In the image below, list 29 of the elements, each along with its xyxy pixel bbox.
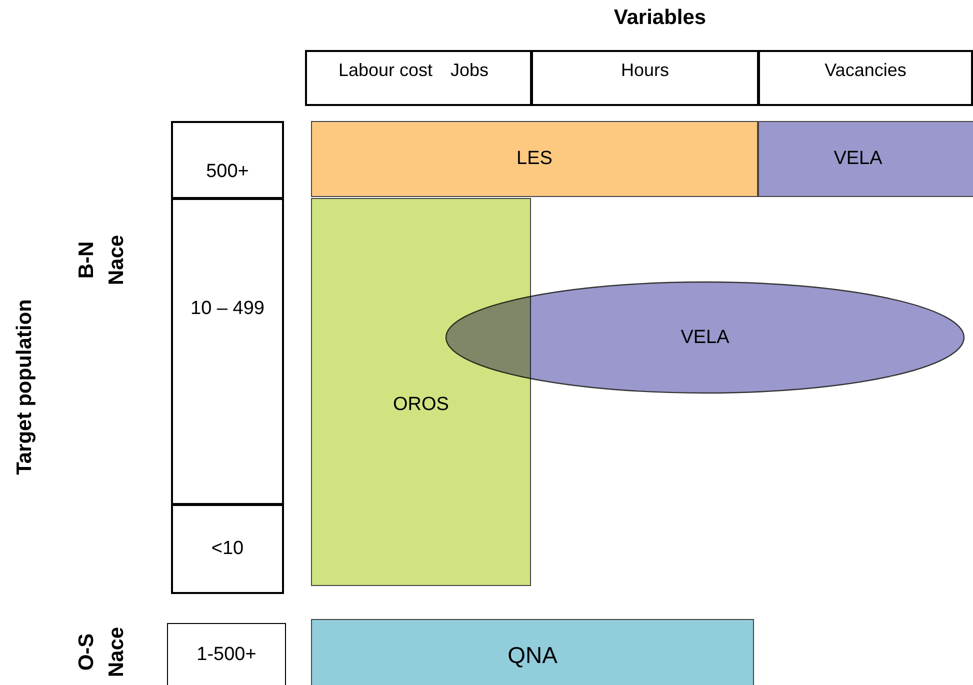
coverage-bar xyxy=(311,121,758,197)
coverage-bar xyxy=(311,198,531,586)
coverage-ellipse xyxy=(445,281,965,394)
column-header: Hours xyxy=(620,60,669,81)
size-class-cell xyxy=(167,623,286,685)
column-header: Labour cost xyxy=(338,60,433,81)
axis-title: Variables xyxy=(612,6,708,31)
coverage-bar xyxy=(758,121,973,197)
column-header: Jobs xyxy=(450,60,489,81)
group-label: O-S Nace xyxy=(74,626,129,680)
coverage-bar xyxy=(311,619,754,685)
coverage-label: VELA xyxy=(834,148,882,170)
size-class-cell xyxy=(171,121,284,199)
size-class-label: 500+ xyxy=(206,161,249,183)
size-class-label: <10 xyxy=(211,538,244,560)
coverage-label: QNA xyxy=(508,642,558,668)
coverage-label: VELA xyxy=(680,326,730,348)
coverage-label: LES xyxy=(516,148,552,170)
table-cell xyxy=(531,50,759,106)
coverage-label: OROS xyxy=(393,394,449,416)
size-class-label: 10 – 499 xyxy=(190,298,264,320)
size-class-label: 1-500+ xyxy=(196,644,256,666)
size-class-cell xyxy=(171,504,284,594)
axis-title: Target population xyxy=(12,298,37,477)
size-class-cell xyxy=(171,198,284,505)
column-header: Vacancies xyxy=(824,60,906,81)
table-cell xyxy=(758,50,973,106)
group-label: B-N Nace xyxy=(74,234,129,288)
table-cell xyxy=(305,50,532,106)
